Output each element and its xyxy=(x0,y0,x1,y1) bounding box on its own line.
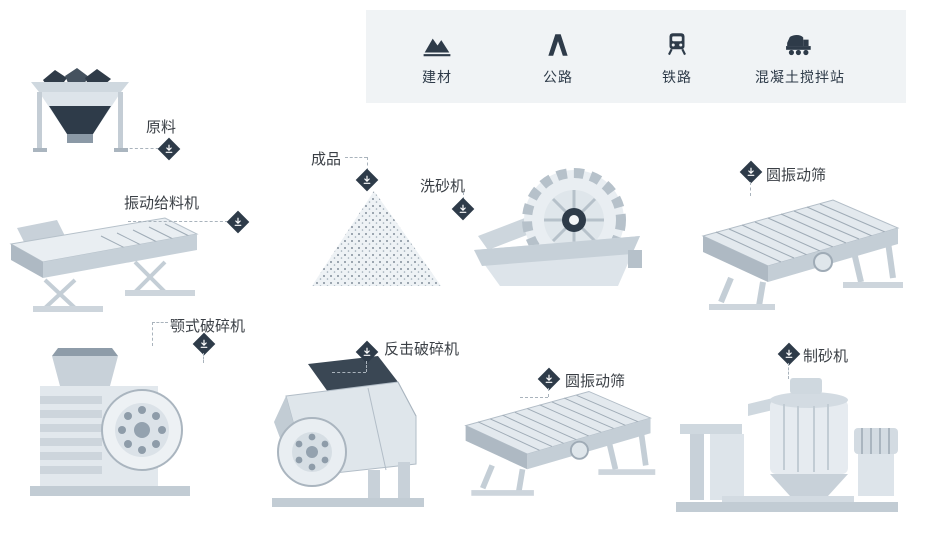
label-vibrating-feeder: 振动给料机 xyxy=(124,195,200,212)
highway-icon xyxy=(543,30,573,60)
flow-marker xyxy=(355,168,379,192)
label-vibrating-screen-bottom: 圆振动筛 xyxy=(565,373,626,390)
flow-marker xyxy=(355,340,379,364)
header-label: 公路 xyxy=(543,69,573,85)
flow-marker xyxy=(537,367,561,391)
flow-marker xyxy=(777,342,801,366)
connector-line xyxy=(463,192,464,200)
connector-line xyxy=(203,353,204,363)
connector-line xyxy=(366,361,367,372)
railway-icon xyxy=(662,30,692,60)
finished-product-pile-illustration xyxy=(308,183,446,291)
vibrating-screen-top-illustration xyxy=(693,190,911,325)
download-arrow-icon xyxy=(200,339,208,348)
download-arrow-icon xyxy=(234,217,242,226)
building-materials-icon xyxy=(422,30,452,60)
connector-line xyxy=(788,363,789,379)
header-item-highway: 公路 xyxy=(508,30,608,87)
flow-marker xyxy=(192,332,216,356)
download-arrow-icon xyxy=(785,349,793,358)
label-finished-product: 成品 xyxy=(311,151,342,168)
connector-line xyxy=(128,221,228,222)
download-arrow-icon xyxy=(545,374,553,383)
applications-header: 建材 公路 铁路 xyxy=(366,10,906,103)
jaw-crusher-illustration xyxy=(22,338,202,506)
connector-line xyxy=(548,388,549,397)
download-arrow-icon xyxy=(363,347,371,356)
header-item-railway: 铁路 xyxy=(627,30,727,87)
connector-line xyxy=(750,182,751,196)
label-raw-material: 原料 xyxy=(146,119,177,136)
flow-marker xyxy=(157,137,181,161)
label-sand-washer: 洗砂机 xyxy=(420,178,466,195)
connector-line xyxy=(332,372,366,373)
impact-crusher-illustration xyxy=(248,352,438,517)
concrete-mixing-plant-icon xyxy=(785,30,815,60)
header-label: 铁路 xyxy=(662,69,692,85)
download-arrow-icon xyxy=(363,175,371,184)
sand-maker-illustration xyxy=(662,370,912,522)
connector-line xyxy=(520,397,548,398)
connector-line xyxy=(114,148,164,149)
flow-marker xyxy=(451,197,475,221)
download-arrow-icon xyxy=(747,167,755,176)
vibrating-feeder-illustration xyxy=(5,200,240,315)
header-item-concrete-plant: 混凝土搅拌站 xyxy=(730,30,870,87)
flow-marker xyxy=(739,160,763,184)
connector-line xyxy=(152,322,153,346)
connector-line xyxy=(152,322,168,323)
raw-material-hopper-illustration xyxy=(25,58,135,158)
header-item-building-materials: 建材 xyxy=(387,30,487,87)
download-arrow-icon xyxy=(459,204,467,213)
connector-line xyxy=(345,157,367,158)
label-jaw-crusher: 颚式破碎机 xyxy=(170,318,246,335)
label-impact-crusher: 反击破碎机 xyxy=(384,341,460,358)
label-sand-maker: 制砂机 xyxy=(803,348,849,365)
header-label: 混凝土搅拌站 xyxy=(755,69,845,85)
header-label: 建材 xyxy=(422,69,452,85)
connector-line xyxy=(367,157,368,171)
flow-marker xyxy=(226,210,250,234)
download-arrow-icon xyxy=(165,144,173,153)
vibrating-screen-bottom-illustration xyxy=(452,382,667,510)
sand-washer-illustration xyxy=(470,158,645,293)
label-vibrating-screen-top: 圆振动筛 xyxy=(766,167,827,184)
